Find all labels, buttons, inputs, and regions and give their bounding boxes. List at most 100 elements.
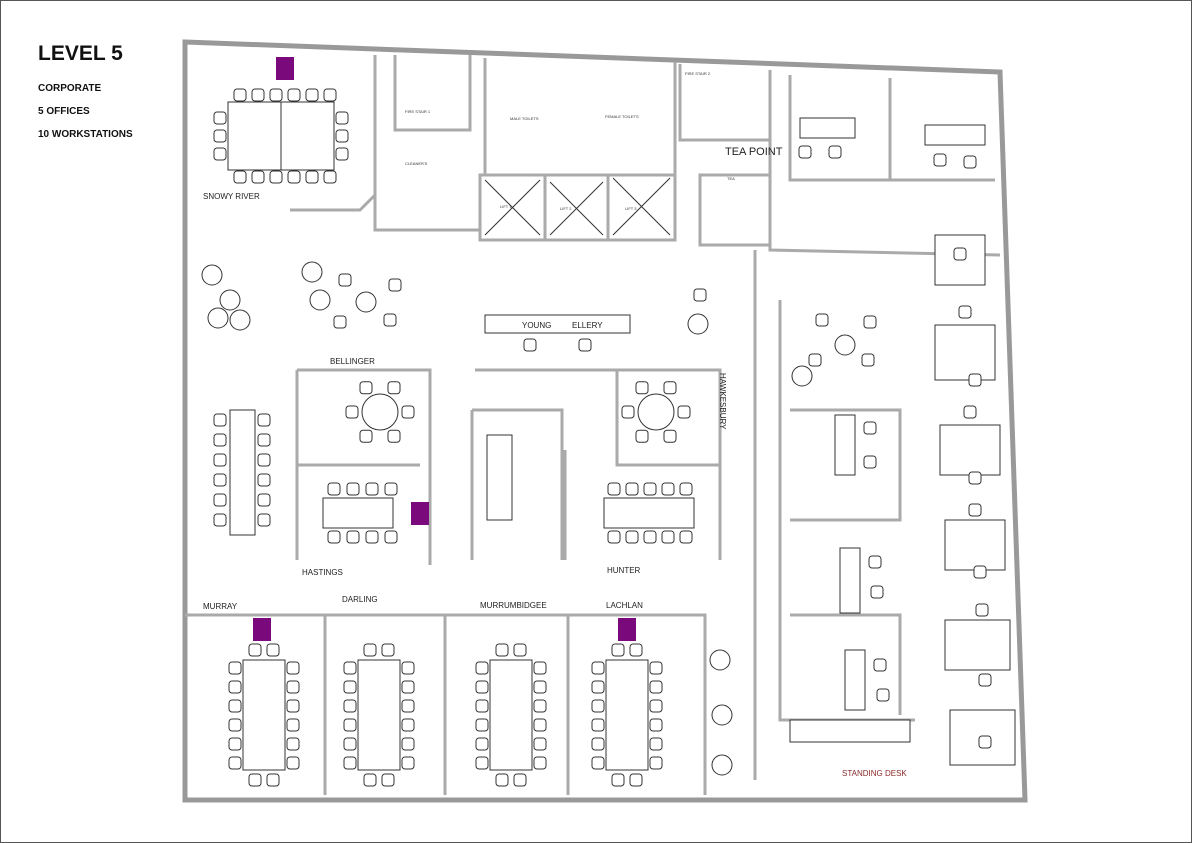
room-lachlan: LACHLAN <box>606 601 643 610</box>
chair <box>611 643 625 657</box>
chair <box>533 699 547 713</box>
chair <box>257 453 271 467</box>
room-hawkesbury: HAWKESBURY <box>718 373 727 430</box>
chair <box>251 88 265 102</box>
chair <box>401 405 415 419</box>
chair <box>798 145 812 159</box>
chair <box>661 482 675 496</box>
room-hastings: HASTINGS <box>302 568 343 577</box>
chair <box>381 773 395 787</box>
lift-3-label: LIFT 3 <box>625 206 637 211</box>
room-labels: SNOWY RIVER BELLINGER HASTINGS HUNTER HA… <box>203 71 907 778</box>
chair <box>513 773 527 787</box>
chair <box>257 473 271 487</box>
lounge-table <box>219 289 241 311</box>
chair <box>213 473 227 487</box>
chair <box>661 530 675 544</box>
chair <box>365 482 379 496</box>
chair <box>323 170 337 184</box>
chair <box>387 429 401 443</box>
chair <box>533 756 547 770</box>
chair <box>381 643 395 657</box>
chair <box>873 658 887 672</box>
room-ellery: ELLERY <box>572 321 603 330</box>
chair <box>213 453 227 467</box>
chair <box>305 88 319 102</box>
chair <box>228 699 242 713</box>
walls <box>182 39 1028 803</box>
chair <box>475 699 489 713</box>
chair <box>475 718 489 732</box>
chair <box>968 471 982 485</box>
lifts <box>484 177 671 236</box>
chair <box>213 413 227 427</box>
chair <box>383 313 397 327</box>
chair <box>973 565 987 579</box>
lounge-table <box>207 307 229 329</box>
chair <box>228 756 242 770</box>
subtitle-offices: 5 OFFICES <box>38 106 90 117</box>
chair <box>401 756 415 770</box>
purple-marker <box>411 502 429 525</box>
room-young: YOUNG <box>522 321 551 330</box>
chair <box>343 661 357 675</box>
chair <box>346 482 360 496</box>
male-toilets-label: MALE TOILETS <box>510 116 539 121</box>
chair <box>591 737 605 751</box>
chair <box>233 170 247 184</box>
furniture <box>227 101 1016 771</box>
purple-markers <box>253 57 636 641</box>
chair <box>213 111 227 125</box>
chair <box>828 145 842 159</box>
chair <box>876 688 890 702</box>
chair <box>968 503 982 517</box>
standing-desk-label: STANDING DESK <box>842 769 907 778</box>
chair <box>388 278 402 292</box>
lounge-table <box>201 264 223 286</box>
chair <box>863 455 877 469</box>
chair <box>591 661 605 675</box>
chair <box>591 718 605 732</box>
room-hunter: HUNTER <box>607 566 641 575</box>
fire-stair-1-label: FIRE STAIR 1 <box>405 109 431 114</box>
level-title: LEVEL 5 <box>38 42 123 65</box>
chair <box>475 661 489 675</box>
purple-marker <box>276 57 294 80</box>
chair <box>257 433 271 447</box>
chair <box>578 338 592 352</box>
chair <box>611 773 625 787</box>
chair <box>591 680 605 694</box>
chair <box>335 147 349 161</box>
chair <box>808 353 822 367</box>
chair <box>868 555 882 569</box>
chair <box>607 530 621 544</box>
chair <box>475 756 489 770</box>
chair <box>345 405 359 419</box>
chair <box>649 661 663 675</box>
chair <box>213 147 227 161</box>
chair <box>365 530 379 544</box>
room-darling: DARLING <box>342 595 378 604</box>
chair <box>286 699 300 713</box>
chair <box>251 170 265 184</box>
chair <box>346 530 360 544</box>
chair <box>978 735 992 749</box>
subtitle-corporate: CORPORATE <box>38 83 102 94</box>
chair <box>286 718 300 732</box>
room-murrumbidgee: MURRUMBIDGEE <box>480 601 547 610</box>
chair <box>591 699 605 713</box>
chair <box>384 530 398 544</box>
lounge-table <box>711 754 733 776</box>
chair <box>248 643 262 657</box>
chair <box>228 718 242 732</box>
chair <box>870 585 884 599</box>
chair <box>513 643 527 657</box>
chair <box>663 429 677 443</box>
chair <box>607 482 621 496</box>
chair <box>495 643 509 657</box>
chair <box>228 661 242 675</box>
lounge-table <box>834 334 856 356</box>
chair <box>533 718 547 732</box>
chair <box>401 718 415 732</box>
chair <box>363 643 377 657</box>
